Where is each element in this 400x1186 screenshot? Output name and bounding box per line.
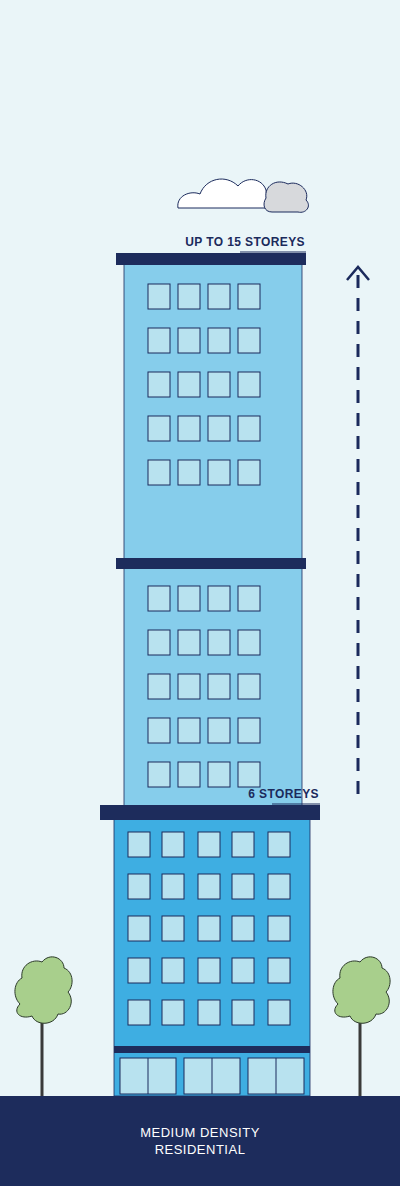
- window: [238, 284, 260, 309]
- window: [178, 328, 200, 353]
- label-rule: [272, 804, 320, 805]
- tree: [333, 957, 390, 1096]
- tower: [124, 264, 302, 806]
- window: [178, 460, 200, 485]
- window: [148, 328, 170, 353]
- window: [238, 630, 260, 655]
- window: [208, 630, 230, 655]
- height-arrow: [357, 272, 360, 794]
- window: [128, 916, 150, 941]
- window: [208, 416, 230, 441]
- cloud: [178, 179, 309, 212]
- window: [148, 586, 170, 611]
- window: [232, 916, 254, 941]
- height-label: UP TO 15 STOREYS: [185, 235, 305, 249]
- floor-band: [114, 1046, 310, 1053]
- window: [128, 832, 150, 857]
- window: [162, 1000, 184, 1025]
- window: [232, 1000, 254, 1025]
- window: [162, 958, 184, 983]
- window: [178, 718, 200, 743]
- window: [232, 958, 254, 983]
- window: [238, 460, 260, 485]
- window: [198, 874, 220, 899]
- window: [208, 284, 230, 309]
- window: [178, 284, 200, 309]
- roof-cap: [116, 253, 306, 265]
- podium: [114, 818, 310, 1096]
- label-rule: [240, 252, 306, 253]
- window: [208, 460, 230, 485]
- floor-band: [116, 558, 306, 569]
- window: [238, 416, 260, 441]
- window: [198, 1000, 220, 1025]
- arrow-head: [347, 267, 369, 280]
- window: [268, 916, 290, 941]
- window: [148, 284, 170, 309]
- window: [208, 718, 230, 743]
- window: [268, 874, 290, 899]
- window: [198, 958, 220, 983]
- window: [178, 630, 200, 655]
- window: [178, 674, 200, 699]
- window: [128, 874, 150, 899]
- window: [238, 328, 260, 353]
- window: [148, 372, 170, 397]
- window: [238, 586, 260, 611]
- window: [162, 916, 184, 941]
- zone-band: MEDIUM DENSITY RESIDENTIAL: [0, 1096, 400, 1186]
- window: [238, 674, 260, 699]
- window: [208, 586, 230, 611]
- window: [128, 1000, 150, 1025]
- window: [208, 674, 230, 699]
- window: [268, 1000, 290, 1025]
- window: [148, 718, 170, 743]
- window: [198, 832, 220, 857]
- zone-label: MEDIUM DENSITY RESIDENTIAL: [125, 1124, 275, 1158]
- shopfront: [120, 1058, 304, 1094]
- window: [148, 630, 170, 655]
- window: [238, 718, 260, 743]
- window: [232, 874, 254, 899]
- window: [208, 328, 230, 353]
- window: [208, 372, 230, 397]
- tree: [15, 957, 72, 1096]
- window: [148, 674, 170, 699]
- window: [148, 416, 170, 441]
- window: [268, 958, 290, 983]
- window: [128, 958, 150, 983]
- height-label: 6 STOREYS: [248, 787, 319, 801]
- window: [208, 762, 230, 787]
- window: [178, 586, 200, 611]
- window: [268, 832, 290, 857]
- window: [148, 762, 170, 787]
- window: [162, 874, 184, 899]
- window: [198, 916, 220, 941]
- window: [178, 762, 200, 787]
- window: [162, 832, 184, 857]
- window: [232, 832, 254, 857]
- window: [238, 372, 260, 397]
- window: [178, 372, 200, 397]
- podium-cap: [100, 805, 320, 820]
- window: [178, 416, 200, 441]
- window: [148, 460, 170, 485]
- window: [238, 762, 260, 787]
- windows: [128, 284, 290, 1025]
